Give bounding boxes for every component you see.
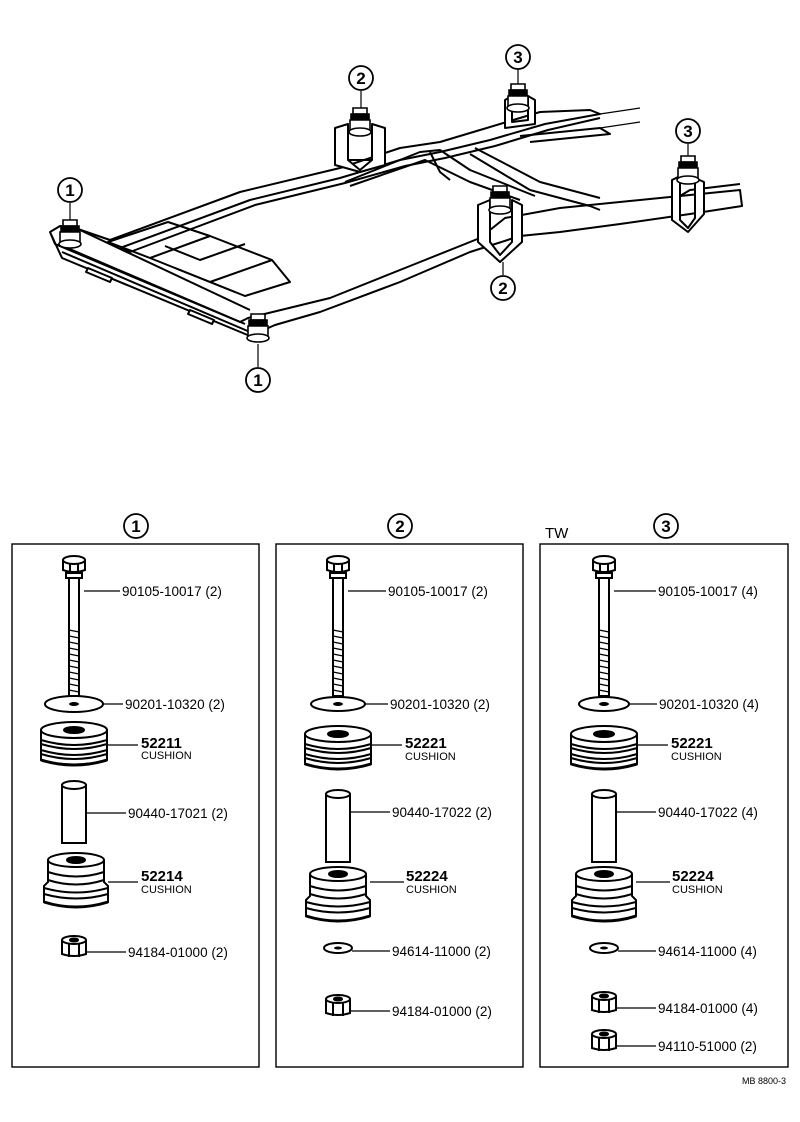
nut-icon — [591, 1029, 617, 1052]
panel-1-border — [11, 543, 260, 1068]
collar-icon — [591, 789, 617, 863]
part-label: 90201-10320 (4) — [659, 697, 759, 712]
cushion-icon — [570, 865, 638, 923]
bracket-2-lower — [477, 199, 523, 263]
svg-text:1: 1 — [253, 371, 262, 390]
cushion-icon — [303, 724, 373, 771]
part-number: 52214 — [141, 868, 183, 885]
panel-1: 1 90105-10017 (2) 90201-10320 (2) 52211 … — [11, 513, 260, 1068]
bolt-icon — [326, 555, 350, 697]
part-label: 90105-10017 (4) — [658, 584, 758, 599]
cushion-icon — [569, 724, 639, 771]
callout-2-top: 2 — [348, 65, 374, 91]
panel-2-border — [275, 543, 524, 1068]
part-label: 94110-51000 (2) — [658, 1039, 757, 1054]
bracket-2-upper — [334, 123, 386, 173]
part-number: 52224 — [406, 868, 448, 885]
frame-mount-2b — [488, 185, 512, 215]
chassis-frame-illustration — [49, 95, 743, 337]
part-name: CUSHION — [141, 884, 192, 896]
cushion-icon — [42, 851, 110, 909]
panel-3-border — [539, 543, 789, 1068]
svg-text:3: 3 — [683, 122, 692, 141]
bolt-icon — [592, 555, 616, 697]
collar-icon — [325, 789, 351, 863]
part-number: 52211 — [141, 735, 182, 752]
part-number: 52224 — [672, 868, 714, 885]
part-number: 52221 — [405, 735, 447, 752]
frame-mount-1a — [58, 219, 82, 249]
part-number: 52221 — [671, 735, 713, 752]
washer-small-icon — [323, 942, 353, 954]
panel-2-number: 2 — [395, 517, 404, 536]
part-name: CUSHION — [672, 884, 723, 896]
callout-1-bottom: 1 — [245, 367, 271, 393]
panel-3-number: 3 — [661, 517, 670, 536]
callout-3-top: 3 — [505, 44, 531, 70]
collar-icon — [61, 780, 87, 844]
callout-1-top: 1 — [57, 177, 83, 203]
panel-2: 2 90105-10017 (2) 90201-10320 (2) 52221 — [275, 513, 524, 1068]
part-name: CUSHION — [405, 751, 456, 763]
frame-mount-1b — [246, 313, 270, 343]
part-label: 90105-10017 (2) — [388, 584, 488, 599]
part-label: 90105-10017 (2) — [122, 584, 222, 599]
panel-3-prefix: TW — [545, 525, 569, 542]
svg-text:1: 1 — [65, 181, 74, 200]
front-rail-lower — [49, 189, 743, 337]
part-label: 94184-01000 (2) — [392, 1004, 492, 1019]
frame-mount-3a — [506, 83, 530, 113]
part-label: 90440-17021 (2) — [128, 806, 228, 821]
bolt-icon — [62, 555, 86, 697]
part-label: 90201-10320 (2) — [390, 697, 490, 712]
part-label: 94184-01000 (2) — [128, 945, 228, 960]
svg-text:2: 2 — [498, 279, 507, 298]
frame-mount-2a — [348, 107, 372, 137]
nut-icon — [61, 935, 87, 958]
part-name: CUSHION — [141, 750, 192, 762]
svg-text:2: 2 — [356, 69, 365, 88]
part-name: CUSHION — [406, 884, 457, 896]
figure-code: MB 8800-3 — [742, 1076, 786, 1086]
panel-3: TW 3 90105-10017 (4) 90201- — [539, 513, 789, 1068]
panel-1-number: 1 — [131, 517, 140, 536]
callout-3-right: 3 — [675, 118, 701, 144]
nut-icon — [325, 994, 351, 1017]
part-label: 90440-17022 (4) — [658, 805, 758, 820]
part-label: 90201-10320 (2) — [125, 697, 225, 712]
callout-2-bottom: 2 — [490, 275, 516, 301]
svg-text:3: 3 — [513, 48, 522, 67]
frame-mount-3b — [676, 155, 700, 185]
part-label: 94614-11000 (4) — [658, 944, 757, 959]
part-label: 94184-01000 (4) — [658, 1001, 758, 1016]
cushion-icon — [304, 865, 372, 923]
cushion-icon — [39, 720, 109, 767]
part-name: CUSHION — [671, 751, 722, 763]
washer-small-icon — [589, 942, 619, 954]
part-label: 94614-11000 (2) — [392, 944, 491, 959]
part-label: 90440-17022 (2) — [392, 805, 492, 820]
nut-icon — [591, 991, 617, 1014]
